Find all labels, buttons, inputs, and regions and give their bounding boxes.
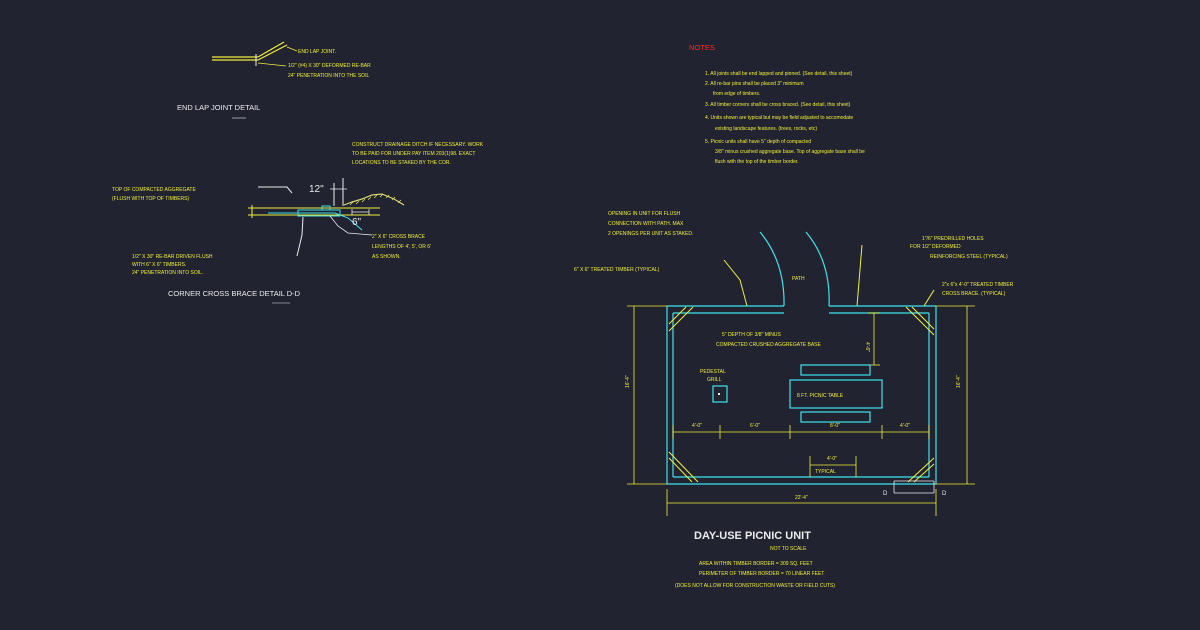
opening-callout-line-3: 2 OPENINGS PER UNIT AS STAKED.	[608, 231, 693, 237]
dimension-4-6: 4'-6"	[864, 342, 870, 352]
dimension-8-0: 8'-0"	[830, 423, 840, 429]
dimension-4-0-right: 4'-0"	[900, 423, 910, 429]
section-marker-d-left: D	[883, 491, 888, 497]
end-lap-joint-detail: END LAP JOINT. 1/2" (#4) X 30" DEFORMED …	[177, 41, 371, 119]
end-lap-callout-rebar-1: 1/2" (#4) X 30" DEFORMED RE-BAR	[288, 63, 371, 69]
holes-callout-line-2: FOR 1/2" DEFORMED	[910, 244, 961, 250]
note-line: from edge of timbers.	[713, 91, 760, 97]
path-curves	[759, 231, 830, 307]
end-lap-title: END LAP JOINT DETAIL	[177, 103, 260, 112]
end-lap-callout-joint: END LAP JOINT.	[298, 49, 336, 55]
note-line: 1. All joints shall be end lapped and pi…	[705, 71, 853, 77]
plan-dimension-lines	[627, 305, 975, 516]
aggregate-callout-line-1: TOP OF COMPACTED AGGREGATE	[112, 187, 196, 193]
note-line: existing landscape features. (trees, roc…	[715, 126, 817, 132]
holes-callout-line-3: REINFORCING STEEL (TYPICAL)	[930, 254, 1008, 260]
opening-callout-line-2: CONNECTION WITH PATH. MAX	[608, 221, 684, 227]
holes-callout-line-1: 1"/6" PREDRILLED HOLES	[922, 236, 984, 242]
picnic-table-label: 8 FT. PICNIC TABLE	[797, 393, 844, 399]
rebar-callout-line-1: 1/2" X 30" RE-BAR DRIVEN FLUSH	[132, 254, 213, 260]
end-lap-callout-rebar-2: 24" PENETRATION INTO THE SOIL	[288, 73, 369, 79]
timber-callout: 6" X 6" TREATED TIMBER (TYPICAL)	[574, 267, 660, 273]
note-line: 4. Units shown are typical but may be fi…	[705, 115, 853, 121]
notes-heading: NOTES	[689, 43, 715, 52]
cross-brace-callout-line-1: 2" X 6" CROSS BRACE	[372, 234, 426, 240]
drainage-note-line-3: LOCATIONS TO BE STAKED BY THE COR.	[352, 160, 451, 166]
brace-callout-line-1: 2"x 6"x 4'-0" TREATED TIMBER	[942, 282, 1014, 288]
picnic-unit-plan: OPENING IN UNIT FOR FLUSH CONNECTION WIT…	[574, 211, 1014, 589]
drainage-note-line-2: TO BE PAID FOR UNDER PAY ITEM 203(1)98. …	[352, 151, 475, 157]
dimension-6-inch: 6"	[352, 217, 362, 228]
aggregate-depth-line-2: COMPACTED CRUSHED AGGREGATE BASE	[716, 342, 821, 348]
note-line: 3. All timber corners shall be cross bra…	[705, 102, 851, 108]
opening-callout-line-1: OPENING IN UNIT FOR FLUSH	[608, 211, 681, 217]
grill-label-line-2: GRILL	[707, 377, 722, 383]
pedestal-grill-center	[718, 393, 720, 395]
grill-label-line-1: PEDESTAL	[700, 369, 726, 375]
note-line: flush with the top of the timber border.	[715, 159, 799, 165]
dimension-22-4: 22'-4"	[795, 495, 808, 501]
pedestal-grill-symbol	[712, 385, 728, 403]
plan-title: DAY-USE PICNIC UNIT	[694, 530, 811, 542]
dimension-16-4-right: 16'-4"	[956, 375, 962, 388]
cross-brace-callout-line-3: AS SHOWN.	[372, 254, 401, 260]
area-note: AREA WITHIN TIMBER BORDER = 309 SQ. FEET	[699, 561, 813, 567]
note-line: 2. All re-bar pins shall be placed 3" mi…	[705, 81, 804, 87]
note-line: 5. Picnic units shall have 5" depth of c…	[705, 139, 811, 145]
dimension-16-4-left: 16'-4"	[625, 375, 631, 388]
typical-label: TYPICAL	[815, 469, 836, 475]
path-label: PATH	[792, 276, 805, 282]
rebar-callout-line-3: 24" PENETRATION INTO SOIL.	[132, 270, 203, 276]
not-to-scale-label: NOT TO SCALE	[770, 546, 807, 552]
brace-callout-line-2: CROSS BRACE. (TYPICAL)	[942, 291, 1006, 297]
dimension-4-0-left: 4'-0"	[692, 423, 702, 429]
callout-leader-lines	[723, 244, 935, 307]
aggregate-callout-line-2: (FLUSH WITH TOP OF TIMBERS)	[112, 196, 189, 202]
corner-cross-braces	[668, 306, 935, 483]
dimension-4-0-typical: 4'-0"	[827, 456, 837, 462]
end-lap-joint-drawing	[212, 41, 298, 67]
waste-note: (DOES NOT ALLOW FOR CONSTRUCTION WASTE O…	[675, 583, 835, 589]
dimension-6-0: 6'-0"	[750, 423, 760, 429]
perimeter-note: PERIMETER OF TIMBER BORDER = 70 LINEAR F…	[699, 571, 824, 577]
corner-detail-title: CORNER CROSS BRACE DETAIL D-D	[168, 289, 301, 298]
cross-brace-callout-line-2: LENGTHS OF 4', 5', OR 6'	[372, 244, 431, 250]
timber-border	[666, 305, 937, 485]
drainage-note-line-1: CONSTRUCT DRAINAGE DITCH IF NECESSARY. W…	[352, 142, 484, 148]
aggregate-depth-line-1: 5" DEPTH OF 3/8" MINUS	[722, 332, 782, 338]
dimension-12-inch: 12"	[309, 184, 324, 195]
notes-block: NOTES 1. All joints shall be end lapped …	[689, 43, 865, 165]
rebar-callout-line-2: WITH 6" X 6" TIMBERS.	[132, 262, 186, 268]
section-marker-d-right: D	[942, 491, 947, 497]
note-line: 3/8" minus crushed aggregate base. Top o…	[715, 149, 865, 155]
corner-section-drawing	[248, 178, 405, 257]
picnic-table	[789, 364, 883, 423]
corner-cross-brace-detail: CONSTRUCT DRAINAGE DITCH IF NECESSARY. W…	[112, 142, 484, 304]
